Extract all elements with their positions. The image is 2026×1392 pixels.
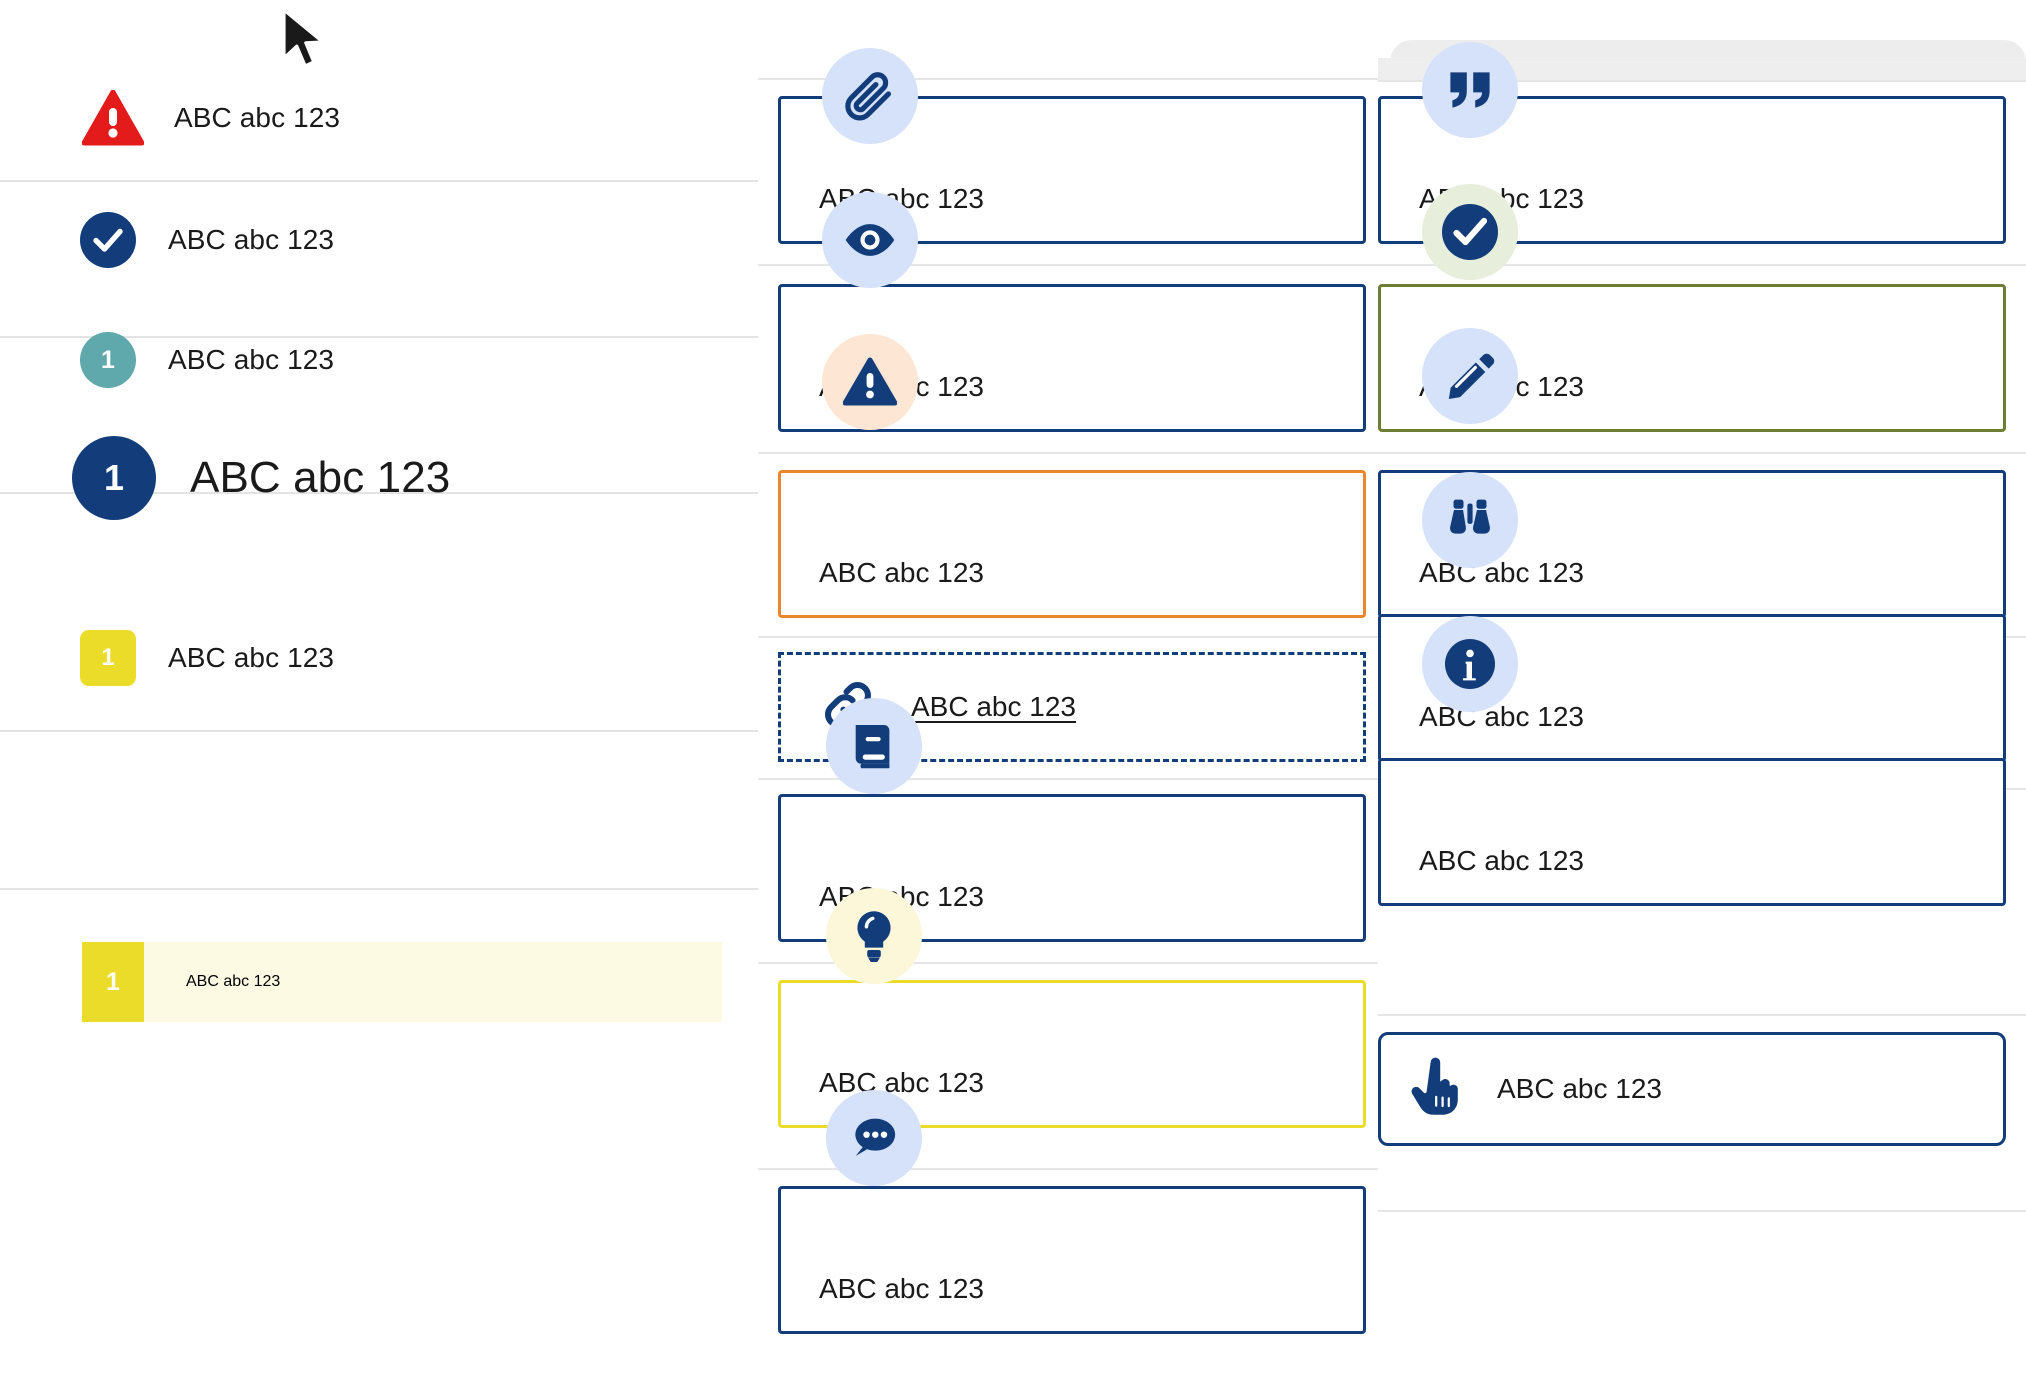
pencil-icon xyxy=(1422,328,1518,424)
card-action[interactable]: ABC abc 123 xyxy=(1378,1032,2006,1146)
number-circle-icon: 1 xyxy=(80,332,136,388)
list-item-success[interactable]: ABC abc 123 xyxy=(0,202,838,278)
divider xyxy=(1378,1014,2026,1016)
divider xyxy=(0,888,758,890)
card-info[interactable]: ABC abc 123 xyxy=(1378,758,2006,906)
card-label: ABC abc 123 xyxy=(1419,557,1584,588)
chat-bubble-icon xyxy=(826,1090,922,1186)
card-comment[interactable]: ABC abc 123 xyxy=(778,1186,1366,1334)
warning-triangle-icon xyxy=(82,90,144,146)
left-list-panel: ABC abc 123 ABC abc 123 1 ABC abc 123 1 … xyxy=(0,0,758,1392)
card-warning[interactable]: ABC abc 123 xyxy=(778,470,1366,618)
divider xyxy=(0,730,758,732)
binoculars-icon xyxy=(1422,472,1518,568)
list-item-warning[interactable]: ABC abc 123 xyxy=(0,80,840,156)
divider xyxy=(758,78,1378,80)
divider xyxy=(0,336,758,338)
divider xyxy=(0,180,758,182)
divider xyxy=(758,1168,1378,1170)
card-inline-content: ABC abc 123 xyxy=(1407,1035,1662,1143)
divider xyxy=(1378,1210,2026,1212)
list-item-step-teal[interactable]: 1 ABC abc 123 xyxy=(0,322,838,398)
list-item-step-yellow[interactable]: 1 ABC abc 123 xyxy=(0,620,838,696)
list-item-label: ABC abc 123 xyxy=(168,344,335,375)
card-label: ABC abc 123 xyxy=(819,557,984,588)
list-item-label: ABC abc 123 xyxy=(168,224,335,255)
list-item-label: ABC abc 123 xyxy=(168,642,335,673)
quote-icon xyxy=(1422,42,1518,138)
card-label: ABC abc 123 xyxy=(819,1273,984,1304)
lightbulb-icon xyxy=(826,888,922,984)
card-label: ABC abc 123 xyxy=(1419,845,1584,876)
check-circle-icon xyxy=(80,212,136,268)
eye-icon xyxy=(822,192,918,288)
list-item-label: ABC abc 123 xyxy=(186,973,281,990)
divider xyxy=(1378,452,2026,454)
divider xyxy=(1378,264,2026,266)
list-item-label: ABC abc 123 xyxy=(190,453,451,502)
check-circle-icon xyxy=(1422,184,1518,280)
number-circle-icon: 1 xyxy=(72,436,156,520)
list-item-label: ABC abc 123 xyxy=(174,102,341,133)
info-icon xyxy=(1422,616,1518,712)
number-square-icon: 1 xyxy=(82,942,144,1022)
divider xyxy=(758,636,1378,638)
card-label: ABC abc 123 xyxy=(1419,701,1584,732)
list-item-step-large[interactable]: 1 ABC abc 123 xyxy=(0,432,830,524)
list-item-selected[interactable]: 1 ABC abc 123 xyxy=(82,942,722,1022)
divider xyxy=(758,264,1378,266)
book-icon xyxy=(826,698,922,794)
divider xyxy=(758,778,1378,780)
card-label: ABC abc 123 xyxy=(1497,1073,1662,1104)
pointing-hand-icon xyxy=(1407,1056,1465,1123)
number-square-icon: 1 xyxy=(80,630,136,686)
mouse-pointer xyxy=(282,8,328,75)
paperclip-icon xyxy=(822,48,918,144)
divider xyxy=(758,962,1378,964)
card-label: ABC abc 123 xyxy=(819,1067,984,1098)
divider xyxy=(758,452,1378,454)
card-link-label[interactable]: ABC abc 123 xyxy=(911,691,1076,722)
divider xyxy=(0,492,758,494)
warning-triangle-icon xyxy=(822,334,918,430)
divider xyxy=(1378,80,2026,82)
